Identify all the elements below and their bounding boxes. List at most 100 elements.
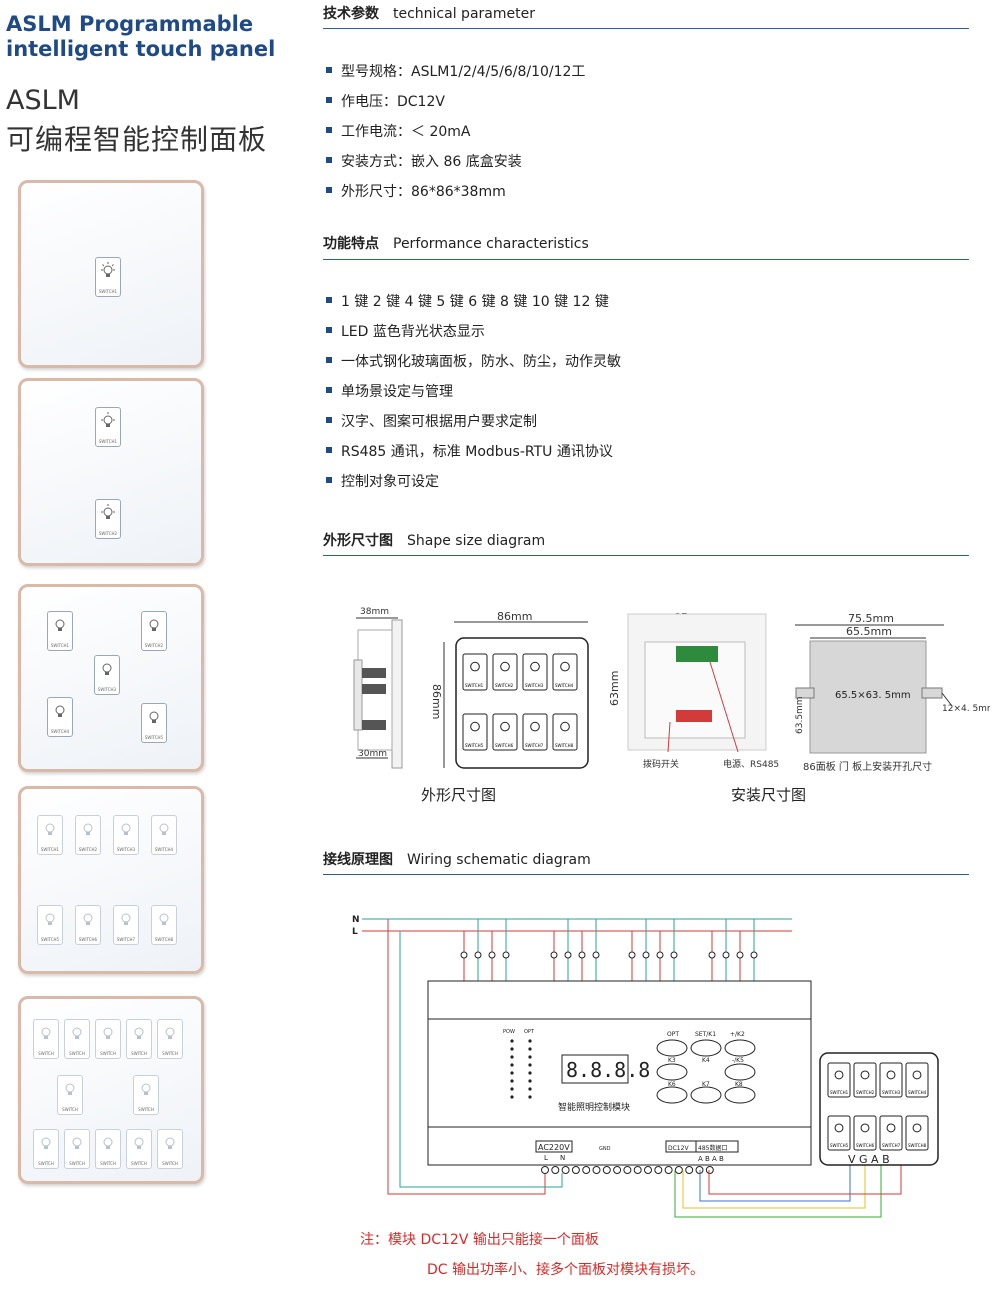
terminal: [571, 1166, 580, 1174]
bulb-icon: [592, 951, 600, 959]
svg-text:电源、RS485: 电源、RS485: [723, 758, 779, 770]
svg-text:SWITCH6: SWITCH6: [495, 743, 514, 748]
bulb-icon: [670, 951, 678, 959]
panel-key: [462, 653, 488, 691]
terminal: [613, 1166, 622, 1174]
panel-key: SWITCH5: [37, 905, 63, 945]
dip-dot: [510, 1087, 514, 1091]
panel-key: [905, 1115, 929, 1151]
bulb-icon: [834, 1123, 844, 1133]
bulb-icon: [642, 951, 650, 959]
terminal: [664, 1166, 673, 1174]
panel-key: SWITCH3: [94, 655, 120, 695]
svg-text:V G A B: V G A B: [848, 1153, 890, 1166]
bulb-icon: [530, 661, 540, 672]
divider: [323, 874, 969, 875]
cutout-view: 75.5mm 65.5mm 65.5×63. 5mm 63.5mm 12×4. …: [795, 612, 990, 773]
divider: [323, 28, 969, 29]
bulb-icon: [141, 1083, 151, 1095]
svg-text:65.5mm: 65.5mm: [846, 625, 892, 638]
svg-text:-/K5: -/K5: [732, 1057, 744, 1064]
dip-dot: [510, 1079, 514, 1083]
bulb-icon: [101, 262, 115, 277]
bulb-icon: [83, 823, 93, 835]
svg-text:+/K2: +/K2: [730, 1031, 745, 1038]
bulb-icon: [500, 721, 510, 732]
dip-dot: [510, 1047, 514, 1051]
list-item: 一体式钢化玻璃面板，防水、防尘，动作灵敏: [326, 347, 621, 377]
panel-key: SWITCH: [95, 1129, 121, 1169]
panel-key: SWITCH5: [141, 703, 167, 743]
panel-key: SWITCH: [133, 1075, 159, 1115]
bulb-icon: [41, 1027, 51, 1039]
terminal: [674, 1166, 683, 1174]
terminal: [561, 1166, 570, 1174]
terminal: [551, 1166, 560, 1174]
bulb-icon: [470, 721, 480, 732]
panel-key: SWITCH: [157, 1129, 183, 1169]
svg-text:12×4. 5mm: 12×4. 5mm: [942, 704, 990, 714]
svg-text:75.5mm: 75.5mm: [848, 612, 894, 625]
divider: [323, 555, 969, 556]
svg-text:L: L: [544, 1154, 548, 1162]
dip-dot: [528, 1087, 532, 1091]
dip-dot: [528, 1055, 532, 1059]
panel-key: [879, 1062, 903, 1098]
bulb-icon: [101, 504, 115, 519]
model-name: ASLM: [6, 85, 80, 116]
features-list: 1 键 2 键 4 键 5 键 6 键 8 键 10 键 12 键 LED 蓝色…: [326, 287, 621, 497]
bulb-icon: [134, 1137, 144, 1149]
panel-key: [552, 713, 578, 751]
bulb-icon: [149, 711, 159, 723]
bulb-icon: [165, 1027, 175, 1039]
svg-text:OPT: OPT: [524, 1029, 535, 1035]
panel-key: [827, 1115, 851, 1151]
terminal: [644, 1166, 652, 1174]
divider: [323, 259, 969, 260]
terminal: [623, 1166, 632, 1174]
svg-text:86mm: 86mm: [430, 684, 443, 719]
bulb-icon: [500, 661, 510, 672]
svg-text:SET/K1: SET/K1: [695, 1031, 716, 1038]
bulb-icon: [860, 1070, 870, 1080]
panel-key: SWITCH6: [75, 905, 101, 945]
caption-install: 安装尺寸图: [731, 786, 807, 804]
dip-dot: [510, 1095, 514, 1099]
list-item: 安装方式：嵌入 86 底盒安装: [326, 147, 585, 177]
caption-outline: 外形尺寸图: [421, 786, 497, 804]
svg-text:30mm: 30mm: [358, 749, 387, 759]
list-item: 外形尺寸：86*86*38mm: [326, 177, 585, 207]
svg-text:POW: POW: [503, 1029, 515, 1035]
panel-key: SWITCH: [57, 1075, 83, 1115]
panel-key: [552, 653, 578, 691]
terminal: [705, 1166, 714, 1174]
svg-text:SWITCH6: SWITCH6: [856, 1143, 875, 1148]
title-en: ASLM Programmable intelligent touch pane…: [6, 12, 276, 61]
svg-text:智能照明控制模块: 智能照明控制模块: [558, 1101, 630, 1113]
svg-text:SWITCH4: SWITCH4: [908, 1090, 927, 1095]
panel-key: [462, 713, 488, 751]
bulb-icon: [134, 1027, 144, 1039]
bulb-icon: [41, 1137, 51, 1149]
svg-text:63mm: 63mm: [608, 671, 621, 706]
panel-key: [827, 1062, 851, 1098]
rear-view: 65mm 63mm 拨码开关 电源、RS485: [608, 611, 779, 770]
svg-text:GND: GND: [599, 1146, 611, 1152]
svg-text:K6: K6: [668, 1081, 676, 1088]
svg-text:拨码开关: 拨码开关: [643, 758, 679, 770]
dip-dot: [528, 1079, 532, 1083]
bulb-icon: [121, 823, 131, 835]
list-item: 控制对象可设定: [326, 467, 621, 497]
list-item: 单场景设定与管理: [326, 377, 621, 407]
bulb-icon: [121, 913, 131, 925]
bulb-icon: [722, 951, 730, 959]
panel-2-key: SWITCH1 SWITCH2: [18, 378, 204, 566]
bulb-icon: [488, 951, 496, 959]
svg-text:L: L: [352, 927, 358, 937]
side-view: 38mm 30mm: [353, 607, 403, 769]
panel-key: SWITCH: [33, 1019, 59, 1059]
svg-text:SWITCH3: SWITCH3: [882, 1090, 901, 1095]
panel-5-key: SWITCH1 SWITCH2 SWITCH3 SWITCH4 SWITCH5: [18, 584, 204, 772]
